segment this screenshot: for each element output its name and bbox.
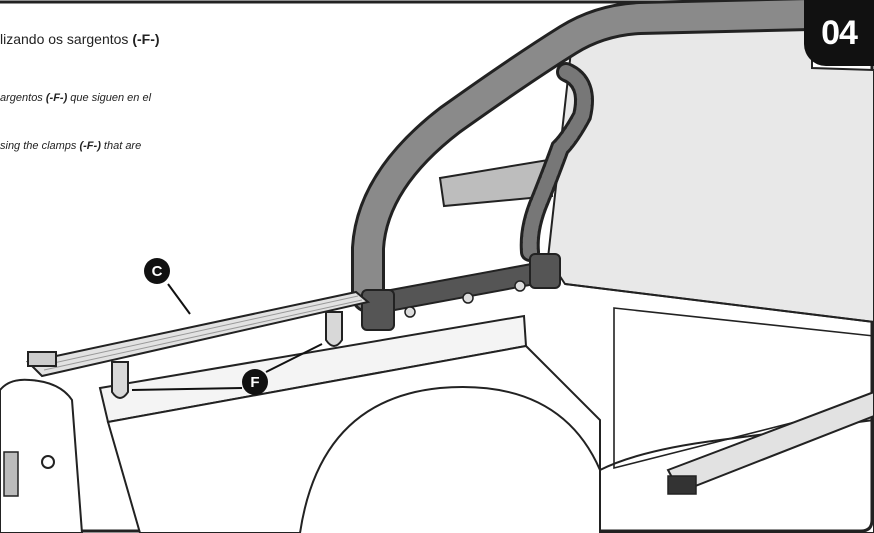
rail-end-cap	[27, 351, 57, 367]
instruction-en-tail: that are	[100, 140, 142, 152]
rail-bolt	[404, 306, 416, 318]
clamp-left	[111, 361, 129, 399]
instruction-es: argentos (-F-) que siguen en el	[0, 92, 151, 104]
callout-c: C	[144, 258, 170, 284]
tailgate-latch	[41, 455, 55, 469]
roll-bar-foot	[361, 289, 395, 331]
tailgate	[0, 378, 84, 533]
instruction-es-tail: que siguen en el	[67, 92, 152, 104]
instruction-es-ref: (-F-)	[45, 92, 68, 104]
soft-top-strap-pattern	[522, 65, 591, 259]
rail-bolt	[462, 292, 474, 304]
right-bed-panel	[613, 307, 874, 470]
instruction-pt-text: lizando os sargentos	[0, 31, 133, 47]
rail-right-cap	[667, 475, 697, 495]
side-rail-grooves	[39, 295, 363, 371]
callout-f: F	[242, 369, 268, 395]
tailgate-grille	[3, 451, 19, 497]
instruction-pt: lizando os sargentos (-F-)	[0, 31, 160, 47]
instruction-pt-ref: (-F-)	[132, 31, 160, 47]
instruction-en: sing the clamps (-F-) that are	[0, 140, 141, 152]
right-bed-side	[564, 283, 874, 533]
wheel-well	[299, 386, 601, 533]
leader-c	[167, 283, 191, 315]
leader-f-1	[131, 387, 243, 391]
leader-f-2	[265, 343, 323, 373]
instruction-en-text: sing the clamps	[0, 140, 80, 152]
rail-bolt	[514, 280, 526, 292]
instruction-en-ref: (-F-)	[79, 140, 101, 152]
instruction-es-text: argentos	[0, 92, 46, 104]
clamp-right	[325, 311, 343, 347]
step-number-badge: 04	[804, 0, 874, 66]
roll-bar-foot-right	[529, 253, 561, 289]
roll-bar-fill	[354, 0, 824, 310]
